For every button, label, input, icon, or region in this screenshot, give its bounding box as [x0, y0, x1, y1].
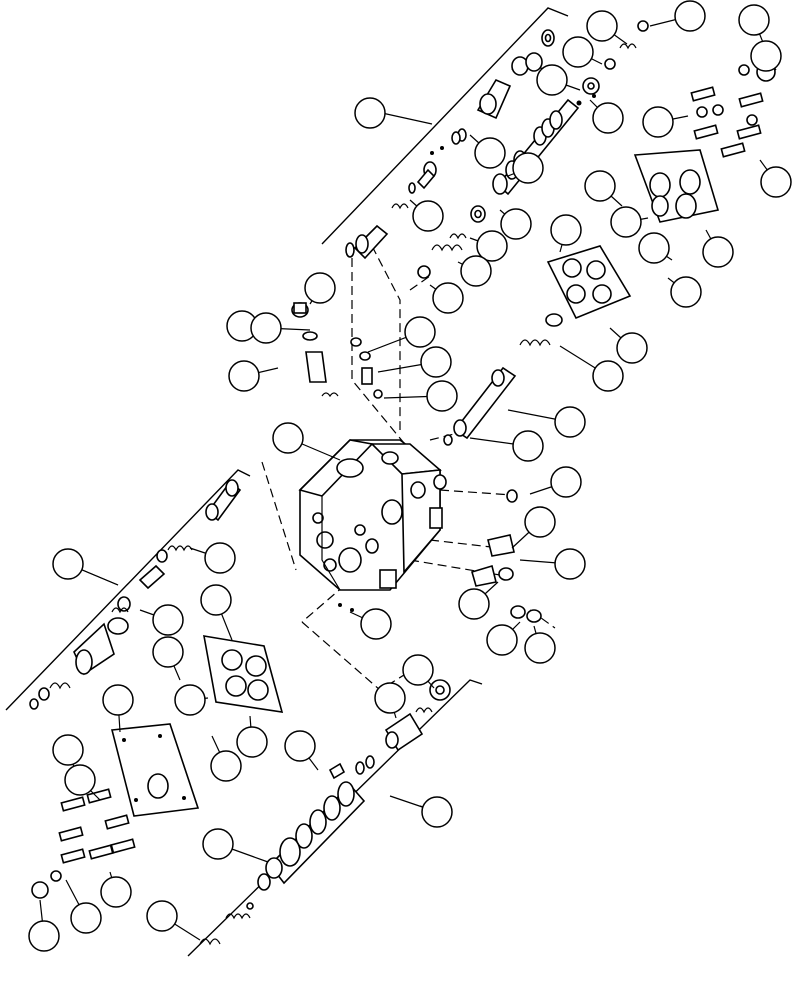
left-flange-plate: [110, 723, 200, 817]
callout-bubble: [402, 654, 434, 686]
callout-bubble: [210, 750, 242, 782]
callout-bubble: [432, 282, 464, 314]
callout-bubble: [642, 106, 674, 138]
callout-bubble: [524, 632, 556, 664]
callout-bubble: [760, 166, 792, 198]
callout-bubble: [536, 64, 568, 96]
left-gasket-plate: [203, 635, 284, 713]
callout-bubble: [586, 10, 618, 42]
callout-bubble: [460, 255, 492, 287]
callout-bubble: [250, 312, 282, 344]
callout-bubble: [374, 682, 406, 714]
callout-bubble: [500, 208, 532, 240]
bracket-upper-spool-assembly: [321, 7, 569, 245]
callout-bubble: [412, 200, 444, 232]
callout-bubble: [554, 406, 586, 438]
callout-bubble: [738, 4, 770, 36]
callout-bubble: [420, 346, 452, 378]
callout-bubble: [174, 684, 206, 716]
callout-bubble: [146, 900, 178, 932]
callout-bubble: [550, 466, 582, 498]
callout-bubble: [70, 902, 102, 934]
callout-bubble: [64, 764, 96, 796]
callout-bubble: [202, 828, 234, 860]
callout-bubble: [200, 584, 232, 616]
callout-bubble: [102, 684, 134, 716]
callout-bubble: [421, 796, 453, 828]
callout-bubble: [152, 636, 184, 668]
callout-bubble: [236, 726, 268, 758]
callout-bubble: [204, 542, 236, 574]
callout-bubble: [512, 430, 544, 462]
callout-bubble: [702, 236, 734, 268]
callout-bubble: [360, 608, 392, 640]
upper-gasket-plate: [546, 245, 632, 320]
left-spool-parts: [29, 479, 242, 710]
callout-bubble: [638, 232, 670, 264]
callout-bubble: [512, 152, 544, 184]
callout-bubble: [550, 214, 582, 246]
callout-bubble: [592, 360, 624, 392]
callout-bubble: [616, 332, 648, 364]
middle-parts: [291, 302, 563, 623]
callout-bubble: [100, 876, 132, 908]
callout-bubble: [272, 422, 304, 454]
callout-bubble: [750, 40, 782, 72]
callout-bubble: [426, 380, 458, 412]
callout-bubble: [476, 230, 508, 262]
callout-bubble: [486, 624, 518, 656]
callout-bubble: [554, 548, 586, 580]
callout-group: [28, 0, 792, 952]
callout-bubble: [474, 137, 506, 169]
callout-bubble: [228, 360, 260, 392]
callout-bubble: [52, 548, 84, 580]
callout-bubble: [670, 276, 702, 308]
callout-bubble: [152, 604, 184, 636]
callout-bubble: [562, 36, 594, 68]
callout-bubble: [52, 734, 84, 766]
callout-bubble: [28, 920, 60, 952]
callout-bubble: [284, 730, 316, 762]
valve-body: [298, 439, 447, 591]
callout-bubble: [404, 316, 436, 348]
callout-bubble: [524, 506, 556, 538]
callout-bubble: [304, 272, 336, 304]
callout-bubble: [354, 97, 386, 129]
lower-spool-parts: [199, 679, 451, 946]
left-bolts: [31, 788, 136, 899]
callout-bubble: [584, 170, 616, 202]
upper-flange-parts: [633, 62, 776, 223]
callout-bubble: [610, 206, 642, 238]
callout-bubble: [592, 102, 624, 134]
callout-bubble: [674, 0, 706, 32]
callout-bubble: [458, 588, 490, 620]
